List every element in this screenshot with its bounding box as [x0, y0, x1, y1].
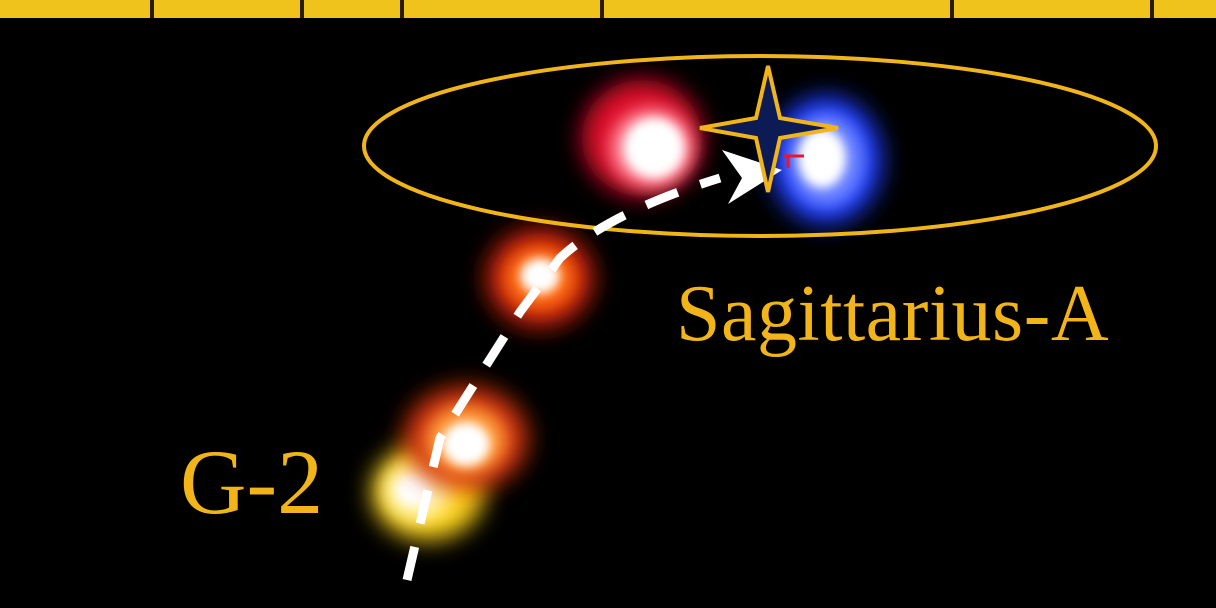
arrowhead-icon — [722, 150, 782, 204]
sagittarius-a-label: Sagittarius-A — [676, 270, 1110, 358]
trajectory-dashed-path — [402, 173, 722, 582]
gas-cloud-blue — [770, 96, 882, 224]
red-marker-icon — [784, 154, 804, 168]
gas-cloud-orange-upper — [486, 228, 594, 328]
orbit-ellipse — [362, 54, 1158, 238]
g2-label: G-2 — [180, 431, 324, 533]
top-banner-strip — [0, 0, 1216, 18]
four-point-star-icon — [699, 65, 839, 193]
gas-cloud-red — [582, 80, 702, 196]
